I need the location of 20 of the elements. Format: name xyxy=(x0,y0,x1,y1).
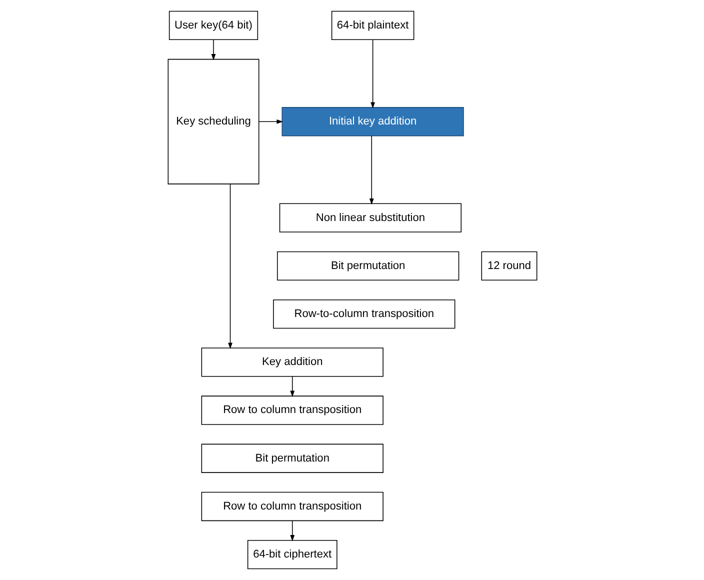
node-box: 64-bit ciphertext xyxy=(246,540,337,570)
node-box: User key(64 bit) xyxy=(168,10,258,40)
node-box: Row to column transposition xyxy=(200,396,383,425)
node-box: Bit permutation xyxy=(200,444,383,473)
node-box: 12 round xyxy=(480,251,537,281)
arrow xyxy=(370,39,375,109)
arrow xyxy=(368,135,374,205)
node-box: Key addition xyxy=(200,348,383,377)
node-box: Initial key addition xyxy=(281,107,464,136)
node-box: Row-to-column transposition xyxy=(272,299,455,329)
node-box: Row to column transposition xyxy=(200,492,383,522)
arrow xyxy=(210,39,216,60)
arrow xyxy=(228,184,232,350)
arrow xyxy=(258,119,283,124)
node-box: 64-bit plaintext xyxy=(330,10,414,40)
arrow xyxy=(290,520,294,542)
node-box: Bit permutation xyxy=(276,251,459,281)
arrow xyxy=(290,376,294,398)
node-box: Non linear substitution xyxy=(278,203,462,232)
node-box: Key scheduling xyxy=(167,58,259,184)
